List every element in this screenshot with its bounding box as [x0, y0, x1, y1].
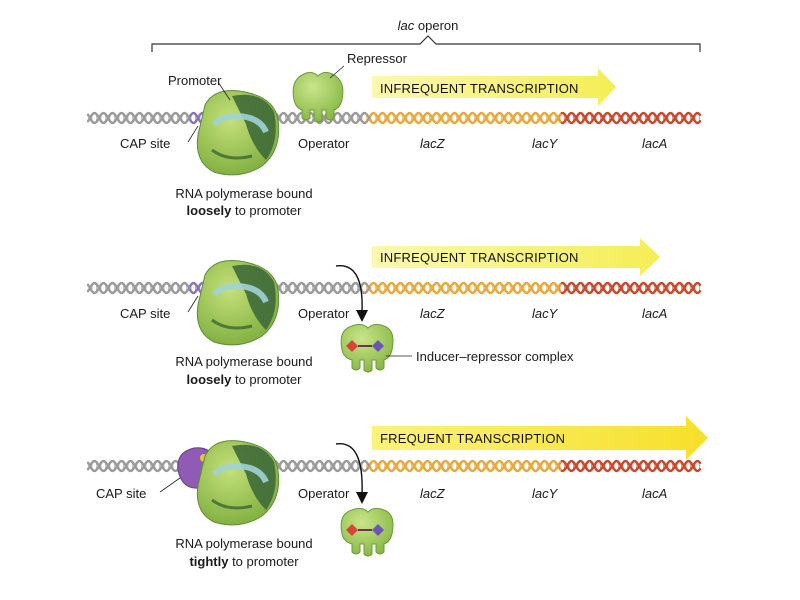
operator-label: Operator [298, 136, 350, 151]
repressor-label: Repressor [347, 51, 408, 66]
transcription-arrow [372, 238, 660, 276]
panel-1: INFREQUENT TRANSCRIPTION Promoter Repres… [86, 51, 702, 218]
release-arrow-icon [335, 443, 363, 495]
operon-title: lac operon [398, 18, 459, 33]
rna-polymerase-icon [196, 90, 280, 176]
panel-3: FREQUENT TRANSCRIPTION CAP site Operator… [86, 416, 708, 569]
cap-site-label: CAP site [120, 306, 170, 321]
gene-label-lacz: lacZ [420, 136, 446, 151]
cap-site-label: CAP site [96, 486, 146, 501]
inducer-repressor-complex-icon [340, 323, 394, 373]
transcription-label: INFREQUENT TRANSCRIPTION [380, 81, 579, 96]
gene-label-lacy: lacY [532, 486, 559, 501]
transcription-label: FREQUENT TRANSCRIPTION [380, 431, 565, 446]
polymerase-caption-line1: RNA polymerase bound [175, 536, 312, 551]
operon-bracket [151, 35, 701, 52]
repressor-icon [292, 71, 344, 123]
polymerase-caption-line1: RNA polymerase bound [175, 354, 312, 369]
cap-site-label: CAP site [120, 136, 170, 151]
operator-label: Operator [298, 306, 350, 321]
gene-label-lacz: lacZ [420, 486, 446, 501]
inducer-repressor-complex-icon [340, 507, 394, 557]
transcription-label: INFREQUENT TRANSCRIPTION [380, 250, 579, 265]
dna-helix [86, 111, 702, 125]
gene-label-lacz: lacZ [420, 306, 446, 321]
polymerase-caption-line2: loosely to promoter [187, 372, 303, 387]
complex-label: Inducer–repressor complex [416, 349, 574, 364]
gene-label-laca: lacA [642, 486, 667, 501]
release-arrow-icon [335, 265, 363, 313]
operator-label: Operator [298, 486, 350, 501]
promoter-label: Promoter [168, 73, 222, 88]
rna-polymerase-icon [196, 440, 280, 526]
panel-2: INFREQUENT TRANSCRIPTION CAP site Operat… [86, 238, 702, 387]
gene-label-laca: lacA [642, 136, 667, 151]
polymerase-caption-line2: tightly to promoter [189, 554, 299, 569]
gene-label-laca: lacA [642, 306, 667, 321]
gene-label-lacy: lacY [532, 136, 559, 151]
polymerase-caption-line1: RNA polymerase bound [175, 186, 312, 201]
dna-helix [86, 281, 702, 295]
transcription-arrow [372, 68, 616, 106]
polymerase-caption-line2: loosely to promoter [187, 203, 303, 218]
gene-label-lacy: lacY [532, 306, 559, 321]
transcription-arrow [372, 416, 708, 460]
rna-polymerase-icon [196, 260, 280, 346]
